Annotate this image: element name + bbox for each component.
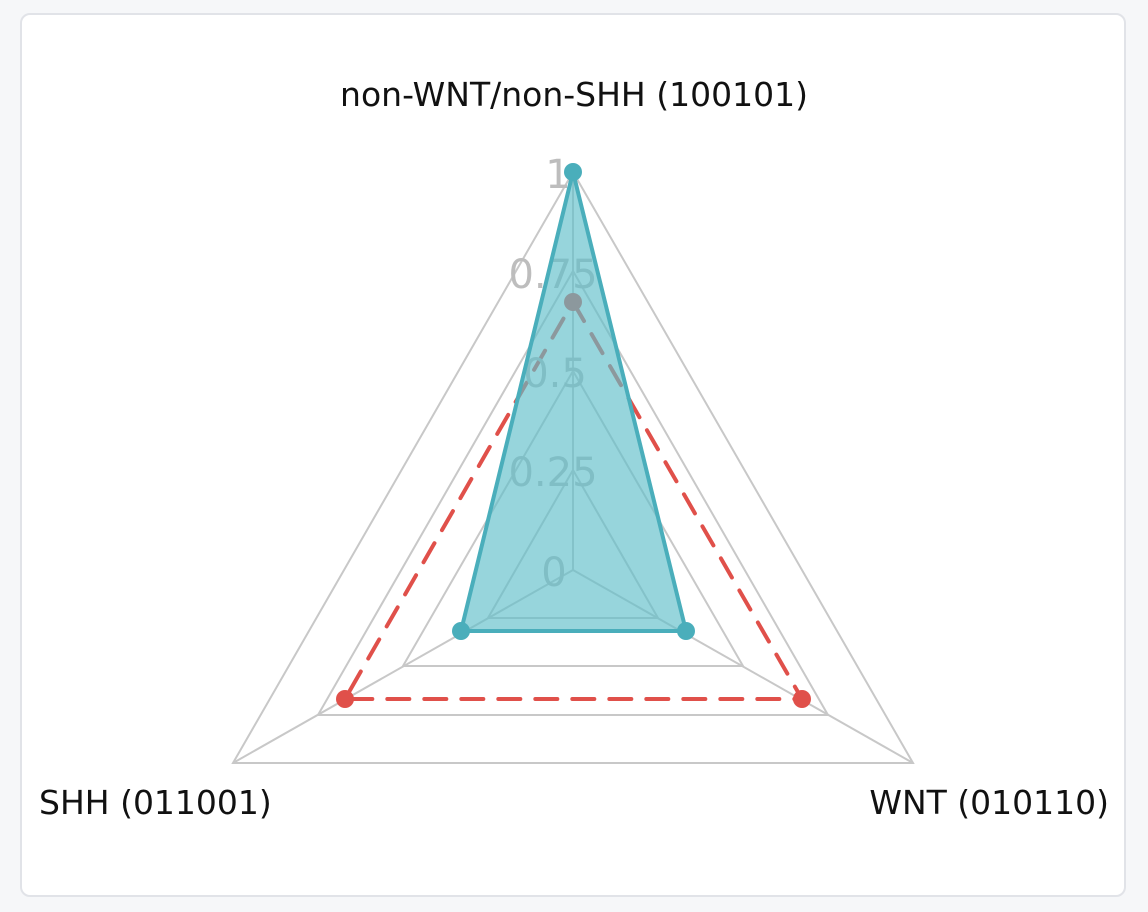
series-filled: [452, 163, 695, 640]
series-dashed-point-right[interactable]: [793, 690, 811, 708]
axis-label-left: SHH (011001): [39, 783, 272, 822]
series-filled-point-left[interactable]: [452, 622, 470, 640]
series-filled-point-right[interactable]: [677, 622, 695, 640]
series-dashed-line: [341, 297, 806, 701]
axis-label-right: WNT (010110): [869, 783, 1109, 822]
series-filled-area: [459, 170, 688, 633]
axis-labels: non-WNT/non-SHH (100101) SHH (011001) WN…: [39, 75, 1109, 822]
axis-label-top: non-WNT/non-SHH (100101): [340, 75, 808, 114]
series-dashed-point-left[interactable]: [336, 690, 354, 708]
grid-ring-100: [231, 169, 915, 764]
grid-ring-75: [316, 268, 830, 716]
series-filled-point-top[interactable]: [564, 163, 582, 181]
